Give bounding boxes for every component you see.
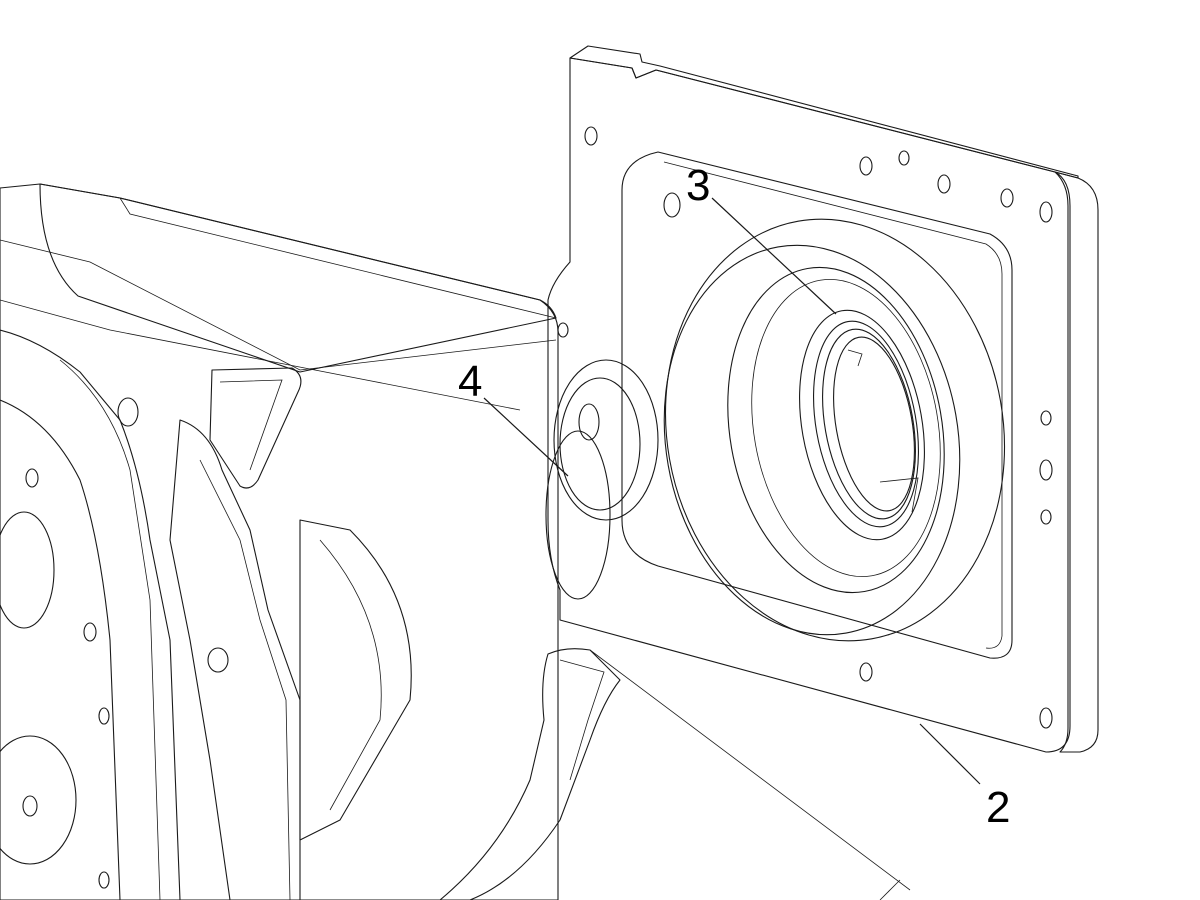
support-rod [879,879,901,900]
housing-rib [219,379,283,471]
housing-lower [299,519,412,841]
bore-opening [833,336,915,512]
mounting-plate [547,45,1099,753]
bore-outer-ring [664,218,1006,642]
housing-lower [319,539,382,811]
housing-flange [0,329,181,900]
bolt-hole [584,126,598,146]
callout-label-3: 3 [686,161,710,210]
callout-4: 4 [458,357,569,477]
housing-edge [0,299,521,411]
side-boss [545,359,659,600]
shaft-seal-inner [822,328,916,520]
bracket-foot [559,659,605,781]
bolt-hole [898,150,910,166]
housing-hole [207,647,229,673]
bolt-hole [663,192,681,218]
support-rod [589,649,911,891]
bolt-hole [1039,459,1053,481]
callout-leader-2 [919,723,981,785]
bracket-foot [439,648,621,900]
housing-hole [25,468,39,488]
housing-boss [0,735,77,865]
bolt-hole [557,322,569,338]
housing-flange [59,359,161,900]
callout-leader-3 [711,197,837,315]
housing-boss-center [22,795,38,817]
boss-pin [578,403,600,441]
callout-2: 2 [919,723,1010,832]
bore-step-1 [727,266,945,594]
housing-boss [0,511,55,629]
bolt-hole [1040,410,1052,426]
plate-edge-side [1054,171,1099,753]
bore-step-2 [751,279,941,577]
bore-keyway [879,477,919,513]
bolt-hole [859,662,873,682]
shaft-seal-mid [813,320,919,528]
boss-ring [553,359,659,521]
bolt-hole [937,174,951,194]
housing-hole [117,397,139,427]
bolt-hole [1040,509,1052,525]
boss-inner [559,377,641,511]
housing-edge [0,239,557,371]
callout-label-2: 2 [986,783,1010,832]
housing-hole [83,622,97,642]
housing-body [0,183,559,900]
plate-recess-inner [663,161,1003,649]
cover-cap [545,430,611,600]
bore-outer-ring-inner [663,244,961,636]
plate-front-face [547,57,1071,753]
housing-hole [98,707,110,725]
shaft-seal-outer [799,309,925,541]
housing-top-face [39,183,557,373]
bolt-hole [1039,707,1053,729]
housing-clamp [199,459,291,900]
motor-housing [0,183,911,900]
plate-top-edge [569,45,1079,179]
bore-assembly [663,218,1006,642]
bore-keyway [847,349,863,367]
plate-recess [621,151,1013,659]
callout-label-4: 4 [458,357,482,406]
bolt-hole [859,156,873,176]
bolt-hole [1000,188,1014,208]
bolt-hole [1039,201,1053,223]
housing-clamp [169,419,301,900]
housing-edge [119,197,557,319]
housing-rib [209,367,302,489]
housing-hole [98,871,110,889]
callout-3: 3 [686,161,837,315]
callout-leader-4 [483,397,569,477]
